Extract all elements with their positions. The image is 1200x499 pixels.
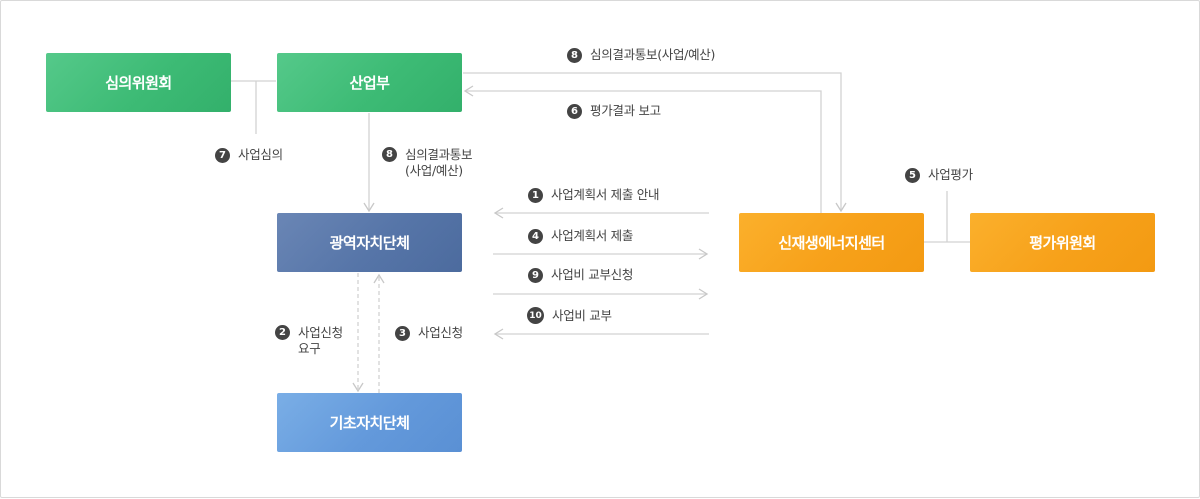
step-label-eval-report: 6 평가결과 보고 (567, 103, 661, 119)
step-label-grant-request: 9 사업비 교부신청 (528, 267, 633, 283)
node-energy-center: 신재생에너지센터 (739, 213, 924, 272)
step-label-application: 3 사업신청 (395, 325, 463, 341)
node-committee: 심의위원회 (46, 53, 231, 112)
step-label-application-request: 2 사업신청 요구 (275, 325, 343, 357)
arrow-result-notice-to-center (463, 72, 847, 213)
step-text: 사업평가 (928, 167, 973, 182)
step-label-result-notice-left: 8 심의결과통보 (사업/예산) (382, 147, 473, 179)
node-committee-label: 심의위원회 (105, 74, 172, 92)
node-evaluation-committee: 평가위원회 (970, 213, 1155, 272)
step-badge: 10 (527, 307, 544, 324)
step-label-evaluation: 5 사업평가 (905, 167, 973, 183)
node-regional-gov: 광역자치단체 (277, 213, 462, 272)
step-badge: 6 (567, 103, 582, 119)
step-text: 사업신청 요구 (298, 325, 343, 356)
step-label-business-review: 7 사업심의 (215, 147, 283, 163)
step-badge: 1 (528, 187, 543, 203)
step-badge: 8 (382, 147, 397, 162)
node-local-gov: 기초자치단체 (277, 393, 462, 452)
step-label-result-notice-top: 8 심의결과통보(사업/예산) (567, 47, 715, 63)
step-badge: 2 (275, 325, 290, 340)
node-ministry-label: 산업부 (349, 74, 390, 92)
step-text: 사업계획서 제출 안내 (551, 187, 660, 202)
step-badge: 7 (215, 147, 230, 163)
step-label-plan-submit: 4 사업계획서 제출 (528, 228, 633, 244)
step-text: 사업비 교부 (552, 307, 612, 323)
arrow-eval-report-to-ministry (463, 85, 822, 213)
node-ministry: 산업부 (277, 53, 462, 112)
node-evaluation-committee-label: 평가위원회 (1029, 234, 1096, 252)
step-text: 사업신청 (418, 325, 463, 340)
node-energy-center-label: 신재생에너지센터 (778, 234, 885, 252)
step-text: 심의결과통보 (사업/예산) (405, 147, 473, 178)
step-text: 심의결과통보(사업/예산) (590, 47, 716, 62)
step-badge: 4 (528, 228, 543, 244)
step-badge: 8 (567, 47, 582, 63)
node-local-gov-label: 기초자치단체 (329, 414, 410, 432)
step-label-grant: 10 사업비 교부 (527, 307, 612, 324)
step-badge: 3 (395, 325, 410, 341)
step-text: 사업비 교부신청 (551, 267, 634, 282)
step-label-plan-guide: 1 사업계획서 제출 안내 (528, 187, 659, 203)
step-text: 평가결과 보고 (590, 103, 661, 118)
step-text: 사업계획서 제출 (551, 228, 634, 243)
node-regional-gov-label: 광역자치단체 (329, 234, 410, 252)
step-badge: 5 (905, 167, 920, 183)
step-text: 사업심의 (238, 147, 283, 162)
step-badge: 9 (528, 267, 543, 283)
